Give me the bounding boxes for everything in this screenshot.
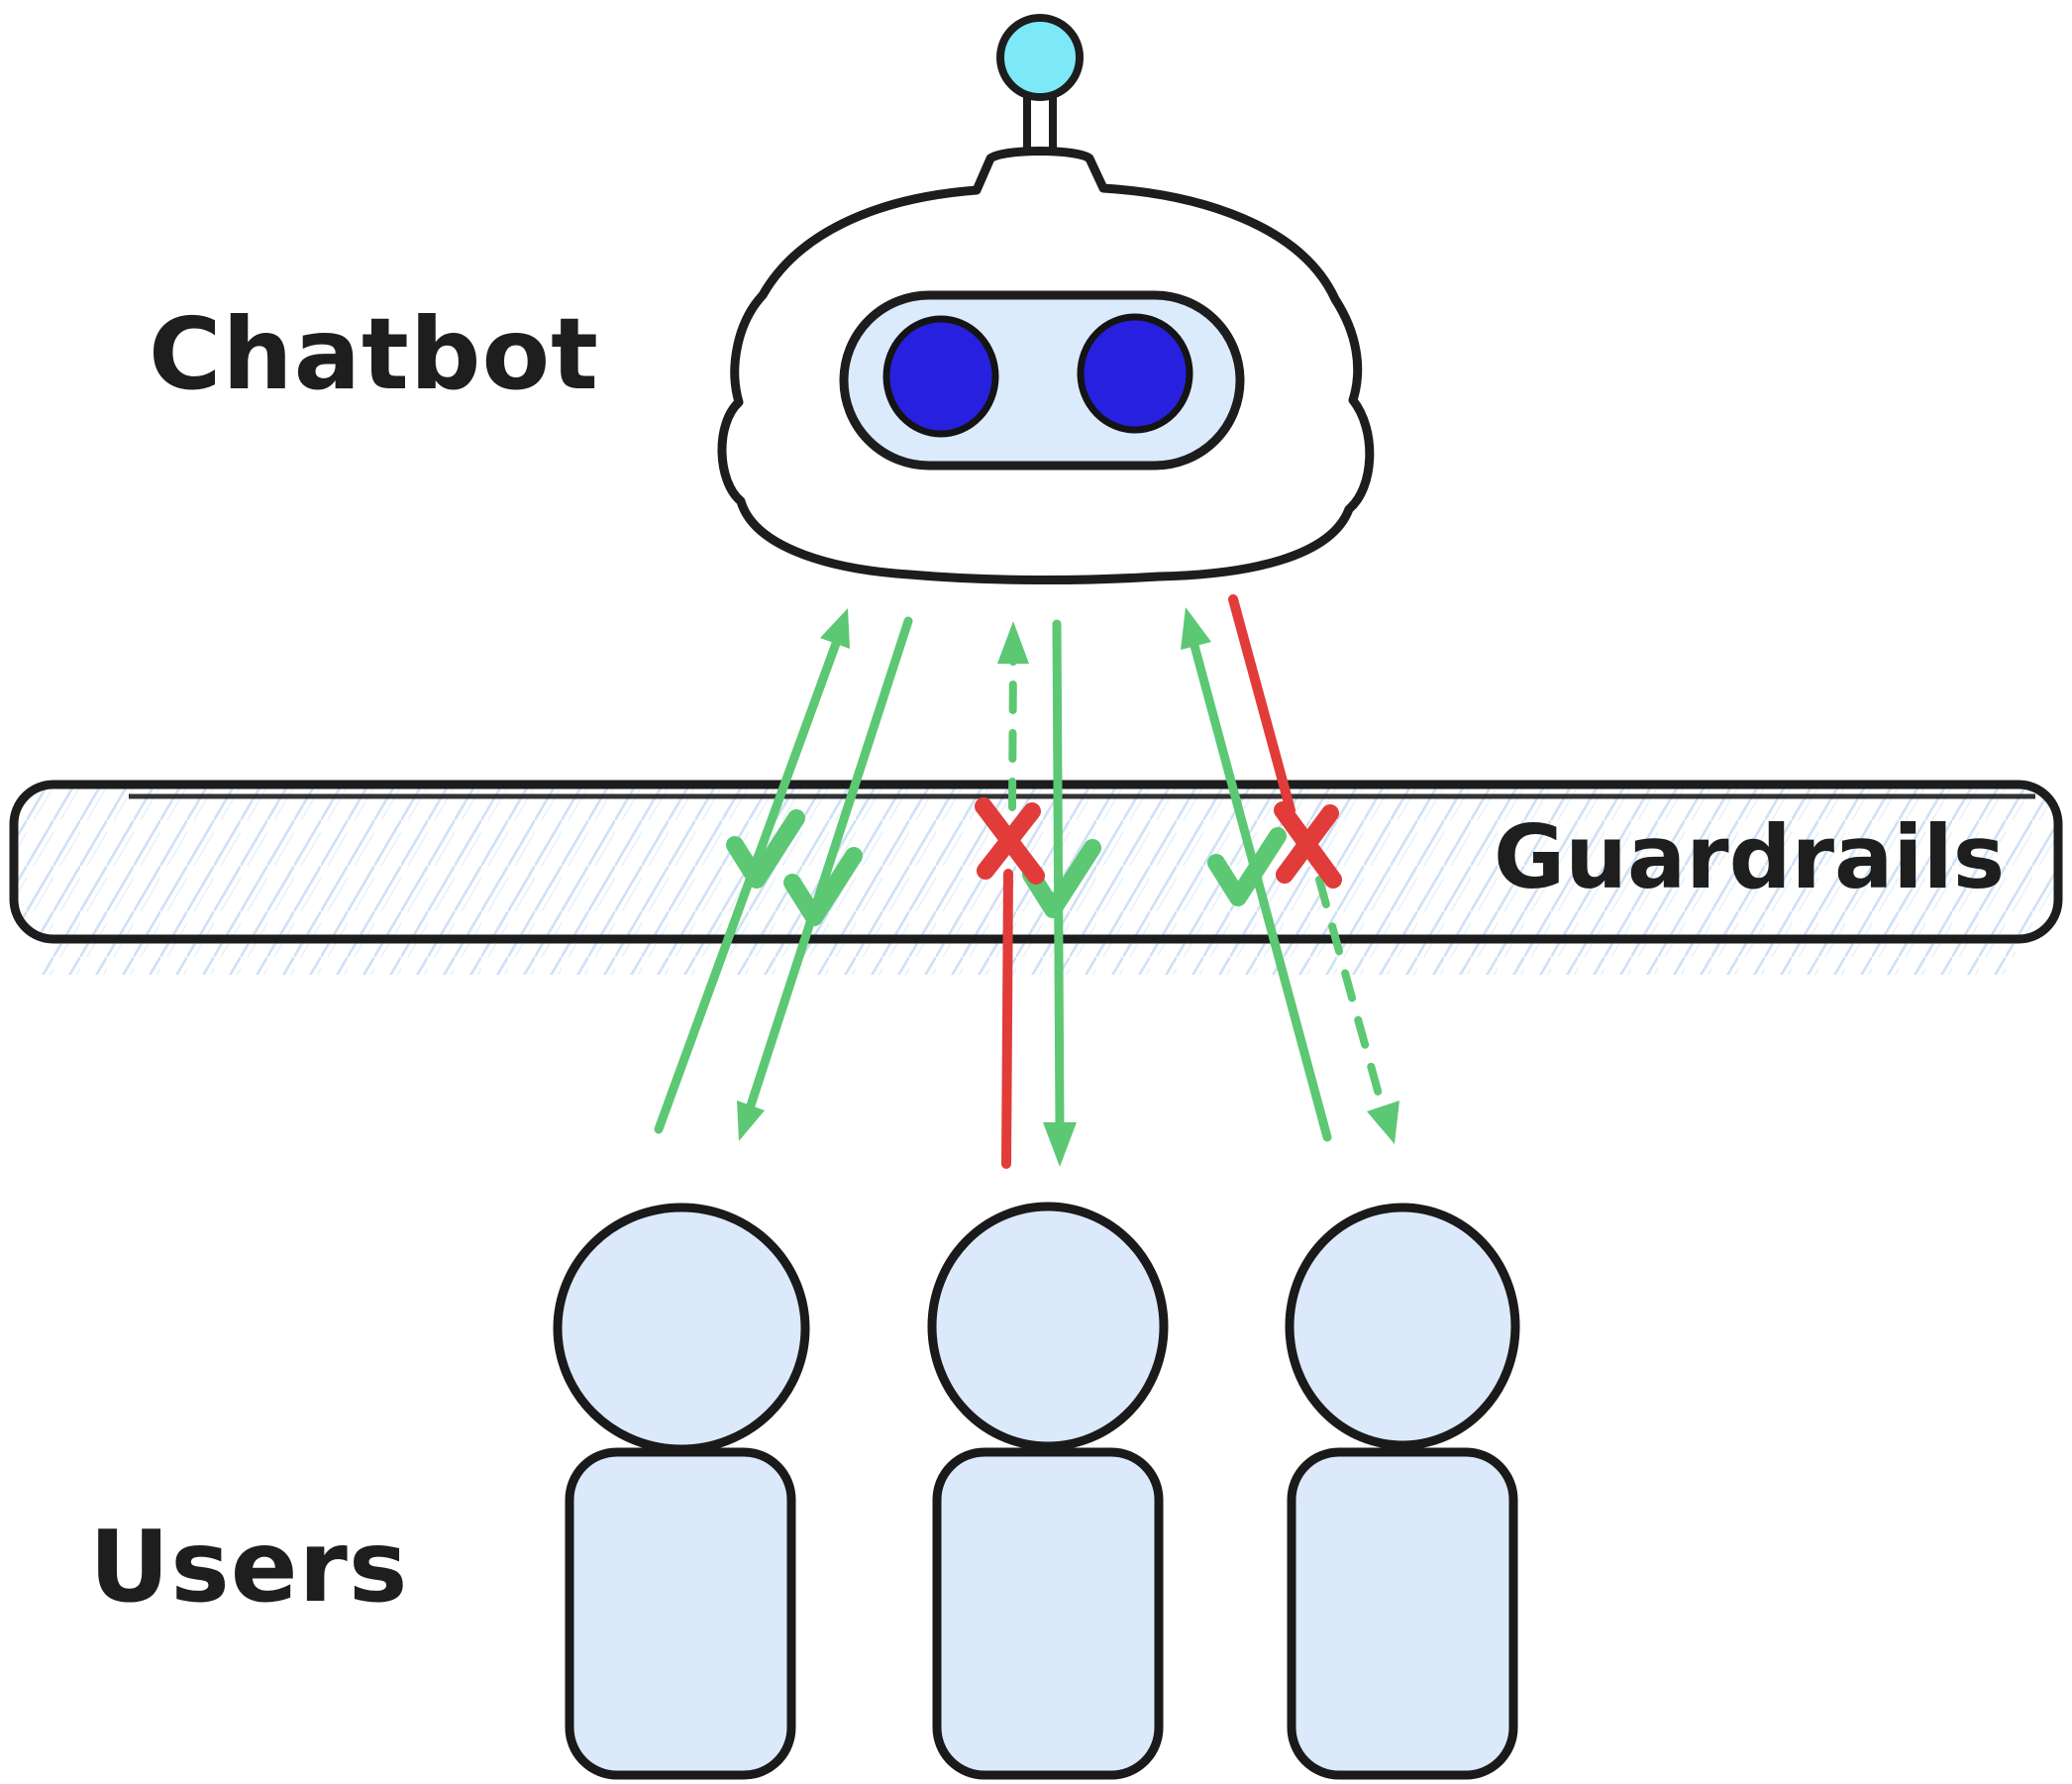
user-figure-1	[553, 1203, 810, 1780]
arrow-chatbot-to-user1	[737, 616, 913, 1141]
user-2-body-icon	[932, 1447, 1164, 1780]
checkmark-icon	[1022, 839, 1101, 918]
arrowhead-down-icon	[737, 1101, 765, 1141]
checkmark-icon	[726, 809, 805, 889]
arrowhead-up-icon	[820, 608, 850, 649]
robot-eye-right-icon	[1077, 313, 1193, 434]
chatbot-icon	[717, 14, 1375, 585]
user-1-body-icon	[565, 1447, 796, 1780]
arrow-chatbot-to-user2	[1043, 619, 1077, 1167]
arrowhead-down-icon	[1367, 1101, 1399, 1144]
blocked-x-icon	[1274, 801, 1342, 889]
guardrails-label: Guardrails	[1494, 806, 2006, 908]
blocked-x-icon	[975, 797, 1045, 885]
user-3-head-icon	[1285, 1203, 1520, 1450]
dashed-continuation-line	[1315, 876, 1385, 1105]
user-figure-3	[1285, 1203, 1520, 1780]
dashed-continuation-line	[1008, 652, 1017, 811]
user-3-body-icon	[1287, 1447, 1518, 1780]
arrow-user2-to-chatbot-blocked	[997, 621, 1029, 1169]
robot-eye-left-icon	[882, 315, 999, 438]
blocked-red-line	[1001, 869, 1013, 1169]
chatbot-label: Chatbot	[149, 296, 599, 412]
user-figure-2	[927, 1202, 1169, 1780]
guardrails-hatch-overflow	[40, 939, 2016, 975]
arrowhead-up-icon	[997, 621, 1029, 664]
checkmark-icon	[1207, 827, 1287, 906]
arrow-chatbot-to-user3-blocked	[1228, 594, 1399, 1144]
arrowhead-up-icon	[1181, 607, 1211, 650]
antenna-ball-icon	[996, 14, 1084, 101]
user-2-head-icon	[927, 1202, 1169, 1451]
users-label: Users	[89, 1509, 409, 1625]
blocked-red-line	[1228, 594, 1295, 815]
arrow-user3-to-chatbot	[1181, 607, 1332, 1142]
arrowhead-down-icon	[1043, 1122, 1077, 1167]
user-1-head-icon	[553, 1203, 810, 1454]
checkmark-icon	[783, 847, 863, 926]
